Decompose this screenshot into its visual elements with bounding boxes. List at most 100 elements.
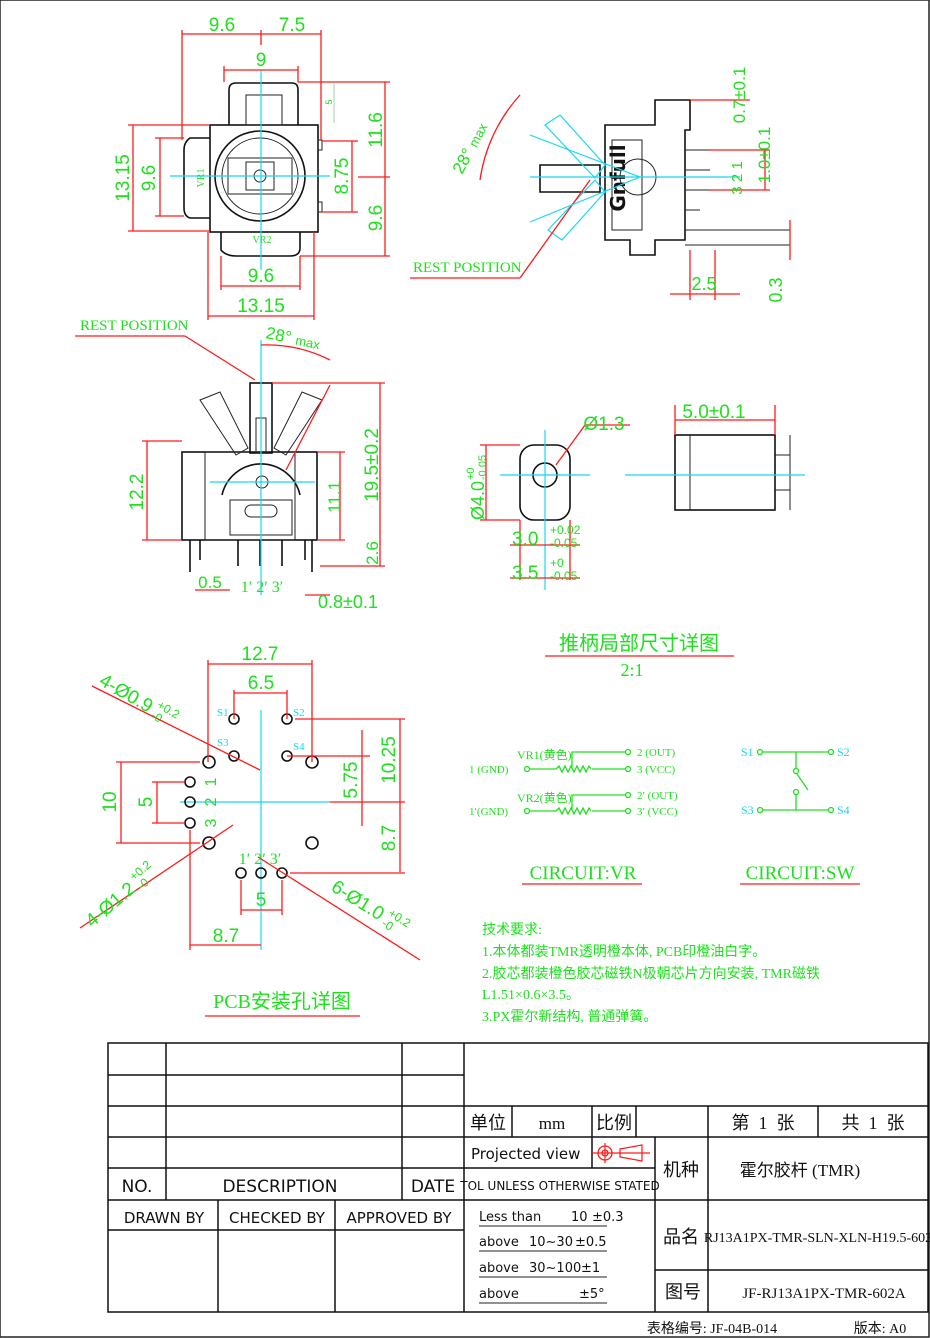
dim-lower: 9.6 — [366, 205, 387, 231]
tol-tolerance: ±0.5 — [575, 1235, 607, 1250]
pcb-label-s4: S4 — [293, 741, 305, 753]
dim-shaft-flat2: 3.5 — [512, 563, 538, 584]
side-angle-value: 28° — [449, 145, 478, 177]
drawing-number-value: JF-RJ13A1PX-TMR-602A — [742, 1286, 906, 1302]
dim-shaft-diameter-tol-lower: -0.05 — [477, 455, 489, 480]
shaft-detail-dimension-lines — [480, 405, 805, 657]
dim-shaft-flat1-tol-lower: -0.05 — [550, 536, 578, 550]
dim-pcb-switch: 6.5 — [248, 673, 274, 694]
side-angle-max: max — [466, 120, 491, 149]
projected-view-label: Projected view — [471, 1145, 580, 1163]
side-view: Gnfull 28° max REST POSITION 0.7±0.1 1.0… — [410, 67, 791, 303]
top-view-dimension-lines — [128, 30, 390, 320]
tol-value: 30~100 — [529, 1261, 581, 1276]
header-date: DATE — [411, 1177, 455, 1197]
dim-height-total: 13.15 — [113, 154, 134, 202]
sheet-total: 共 1 张 — [842, 1113, 905, 1133]
front-view: REST POSITION 28° max 12.2 11.1 19.5±0.2… — [75, 318, 385, 612]
tol-range: above — [479, 1261, 519, 1276]
front-pin-labels: 1′ 2′ 3′ — [241, 579, 284, 596]
tolerance-table: Less than 10 ±0.3 above 10~30 ±0.5 above… — [479, 1210, 624, 1302]
tol-heading: TOL UNLESS OTHERWISE STATED — [459, 1179, 659, 1193]
dim-front-pin-offset: 0.5 — [198, 573, 222, 592]
scale-label: 比例 — [596, 1113, 632, 1133]
dim-pcb-5-left: 5 — [136, 797, 157, 808]
requirement-item: 2.胶芯都装橙色胶芯磁铁N极朝芯片方向安装, TMR磁铁 — [482, 965, 820, 982]
pcb-pin-hole-callout: 6-Ø1.0 +0.2 -0 — [327, 876, 413, 933]
tol-value: 10 — [571, 1210, 588, 1225]
vr1-gnd: 1 (GND) — [469, 764, 509, 776]
pcb-switch-hole-callout: 4-Ø0.9 +0.2 -0 — [96, 670, 183, 726]
title-block-grid — [107, 1042, 929, 1313]
top-view: 9.6 7.5 9 13.15 9.6 11.6 8.75 9.6 5 9.6 … — [113, 15, 390, 320]
dim-pcb-5-bottom: 5 — [256, 890, 267, 911]
tol-range: above — [479, 1287, 519, 1302]
dim-shaft-hole: Ø1.3 — [583, 414, 624, 435]
side-view-dimension-lines — [410, 94, 791, 300]
pcb-mount-hole-size: 4-Ø1.2 — [82, 878, 140, 931]
requirement-item: L1.51×0.6×3.5。 — [482, 988, 580, 1003]
dim-pcb-outer: 12.7 — [242, 644, 279, 665]
tol-range: Less than — [479, 1210, 541, 1225]
vr1-name: VR1(黄色) — [517, 748, 572, 762]
side-rest-position-label: REST POSITION — [413, 260, 522, 276]
drawing-number-label: 图号 — [665, 1282, 701, 1302]
front-view-outline — [181, 382, 323, 572]
dim-mid: 8.75 — [332, 158, 353, 195]
shaft-detail-outline — [519, 434, 791, 521]
pcb-mount-hole-callout: 4-Ø1.2 +0.2 -0 — [82, 857, 154, 931]
dim-side-thickness: 0.3 — [766, 277, 786, 302]
header-no: NO. — [122, 1177, 153, 1197]
dim-small: 5 — [324, 99, 334, 104]
dim-top-tab: 9 — [256, 50, 267, 71]
pcb-layout: 12.7 6.5 4-Ø0.9 +0.2 -0 S1 S2 S3 S4 10.2… — [79, 644, 421, 1017]
pcb-label-s3: S3 — [217, 737, 229, 749]
pcb-pin-2: 2 — [203, 797, 220, 806]
model-value: 霍尔胶杆 (TMR) — [740, 1161, 860, 1180]
front-angle-label: 28° max — [264, 323, 322, 353]
projection-symbol-icon — [592, 1143, 650, 1163]
circuit-sw: S1 S2 S3 S4 CIRCUIT:SW — [740, 745, 860, 885]
sheet-number: 第 1 张 — [732, 1113, 795, 1133]
front-angle-max: max — [294, 333, 322, 353]
top-view-centerlines — [170, 70, 330, 270]
vr1-out: 2 (OUT) — [637, 747, 676, 759]
dim-pcb-8-7-right: 8.7 — [379, 825, 400, 851]
dim-upper: 11.6 — [366, 112, 387, 148]
header-description: DESCRIPTION — [222, 1177, 337, 1197]
checked-by-label: CHECKED BY — [229, 1209, 326, 1227]
dim-front-pin-width: 0.8±0.1 — [318, 592, 378, 612]
shaft-detail: Ø1.3 5.0±0.1 Ø4.0 +0 -0.05 3.0 +0.02 -0.… — [465, 402, 805, 680]
dim-front-pin-length: 2.6 — [363, 541, 382, 565]
circuit-vr-wires — [522, 748, 642, 885]
vr2-label: VR2 — [253, 235, 272, 246]
dim-shaft-flat1-tol-upper: +0.02 — [550, 523, 581, 537]
dim-left-tab: 9.6 — [139, 165, 160, 191]
vr2-out: 2′ (OUT) — [637, 790, 678, 802]
pcb-pin-hole-size: 6-Ø1.0 — [327, 876, 387, 925]
dim-front-body-height: 12.2 — [127, 474, 148, 511]
dim-pcb-10: 10 — [100, 791, 121, 812]
sw-label-s3: S3 — [741, 803, 754, 817]
requirements-heading: 技术要求: — [482, 922, 542, 938]
pcb-dimension-lines — [79, 660, 421, 1017]
dim-shaft-diameter-tol-upper: +0 — [465, 467, 477, 480]
vr2-vcc: 3′ (VCC) — [637, 806, 678, 818]
pcb-title: PCB安装孔详图 — [213, 990, 351, 1013]
requirement-item: 3.PX霍尔新结构, 普通弹簧。 — [482, 1009, 657, 1025]
vr1-label: VR1 — [196, 169, 207, 188]
dim-pcb-5-75: 5.75 — [341, 762, 362, 799]
dim-pcb-10-25: 10.25 — [379, 736, 400, 784]
front-view-dimension-lines — [75, 335, 385, 596]
tol-range: above — [479, 1235, 519, 1250]
approved-by-label: APPROVED BY — [346, 1209, 452, 1227]
pcb-pin-1: 1 — [203, 777, 220, 786]
dim-shaft-diameter-value: Ø4.0 — [468, 481, 488, 520]
dim-top-left-width: 9.6 — [209, 15, 235, 36]
dim-side-offset: 2.5 — [691, 274, 716, 294]
brand-logo: Gnfull — [606, 144, 630, 211]
top-view-outline — [183, 82, 323, 257]
tol-tolerance: ±1 — [581, 1261, 600, 1276]
side-angle-label: 28° max — [449, 119, 492, 177]
